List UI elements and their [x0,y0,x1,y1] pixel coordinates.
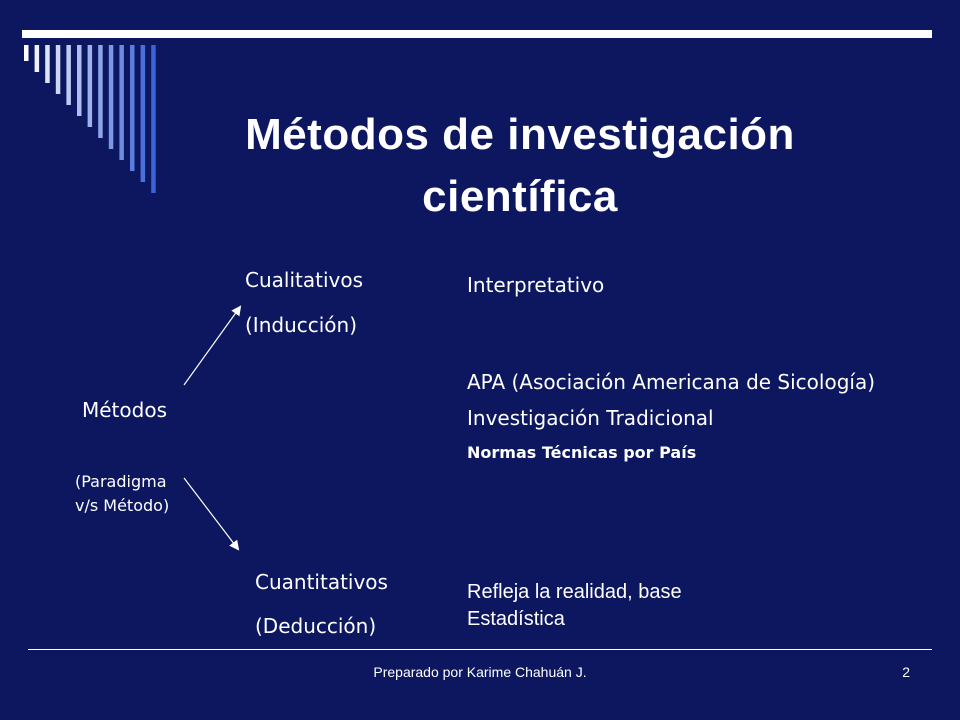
footer-text: Preparado por Karime Chahuán J. [373,664,587,680]
arrow-to-quantitative [183,477,240,551]
decorative-bar [151,45,156,193]
quantitative-sub-label: (Deducción) [255,614,377,638]
top-divider-line [22,30,932,38]
decorative-bar [98,45,103,138]
decorative-bar [119,45,124,160]
quantitative-description-line-1: Refleja la realidad, base [467,581,682,603]
decorative-bar [87,45,93,127]
qualitative-item-normas-tecnicas: Normas Técnicas por País [467,443,697,462]
root-methods-note: (Paradigma v/s Método) [75,470,169,518]
qualitative-label: Cualitativos [245,268,363,292]
root-methods-label: Métodos [82,398,167,422]
footer-divider-line [28,649,932,650]
decorative-bar [108,45,114,149]
decorative-bar [140,45,146,182]
decorative-bar [130,45,135,171]
quantitative-description-line-2: Estadística [467,608,565,630]
qualitative-item-interpretativo: Interpretativo [467,273,605,297]
decorative-bar [34,45,40,72]
slide-title: Métodos de investigación científica [120,104,920,228]
decorative-bar [66,45,71,105]
root-note-line-1: (Paradigma [75,472,167,491]
decorative-bar [24,45,29,61]
page-number: 2 [902,664,910,680]
arrow-to-qualitative [183,305,242,386]
qualitative-item-investigacion-tradicional: Investigación Tradicional [467,406,714,430]
quantitative-label: Cuantitativos [255,570,388,594]
decorative-bar [45,45,50,83]
quantitative-description: Refleja la realidad, base Estadística [467,579,682,633]
qualitative-sub-label: (Inducción) [245,313,358,337]
decorative-bars [24,45,156,193]
slide-title-line-1: Métodos de investigación [245,110,795,159]
slide-title-line-2: científica [422,172,618,221]
qualitative-item-apa: APA (Asociación Americana de Sicología) [467,370,876,394]
root-note-line-2: v/s Método) [75,496,170,515]
decorative-bar [77,45,82,116]
decorative-bar [55,45,61,94]
